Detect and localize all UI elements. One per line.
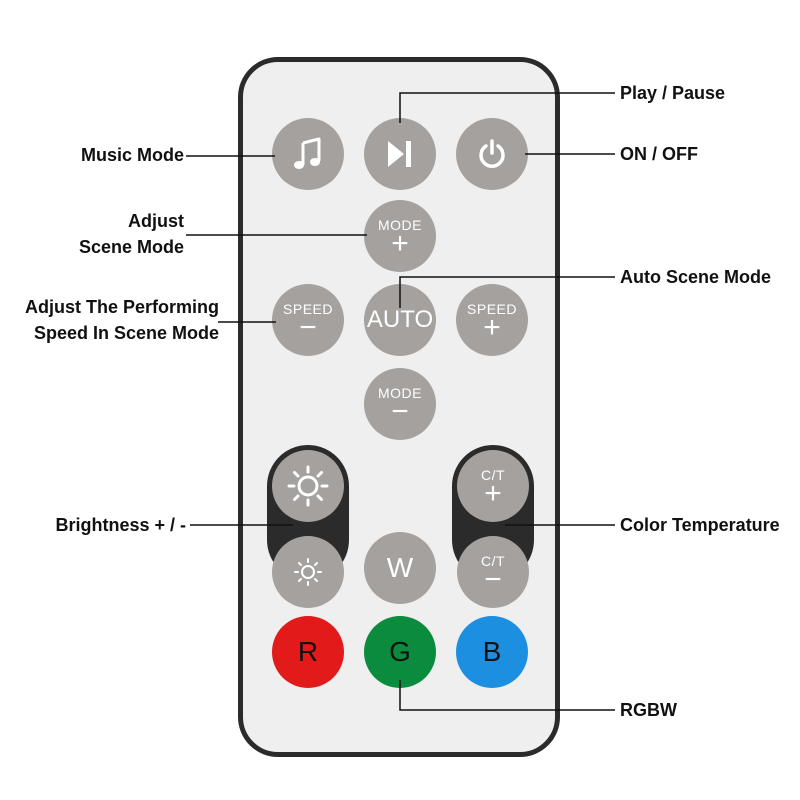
play-pause-label: Play / Pause xyxy=(620,83,726,103)
adjust-scene-label-line1: Adjust xyxy=(128,211,184,231)
mode-minus-text: MODE xyxy=(378,384,422,401)
white-button[interactable]: W xyxy=(364,532,436,604)
play-pause-icon xyxy=(388,141,411,167)
minus-sign: − xyxy=(484,562,502,596)
ct-minus-text: C/T xyxy=(480,552,506,569)
minus-sign: − xyxy=(299,310,317,344)
mode-plus-text: MODE xyxy=(378,216,422,233)
mode-minus-button[interactable]: MODE − xyxy=(364,368,436,440)
brightness-down-button[interactable] xyxy=(272,536,344,608)
play-pause-line xyxy=(399,92,615,123)
blue-button[interactable]: B xyxy=(456,616,528,688)
music-note-icon xyxy=(294,137,321,169)
auto-button[interactable]: AUTO xyxy=(364,284,436,356)
green-letter: G xyxy=(389,636,411,667)
on-off-label: ON / OFF xyxy=(620,144,698,164)
color-temperature-plus-button[interactable]: C/T + xyxy=(457,450,529,522)
red-button[interactable]: R xyxy=(272,616,344,688)
blue-letter: B xyxy=(482,636,502,667)
ct-plus-text: C/T xyxy=(480,466,506,483)
mode-plus-button[interactable]: MODE + xyxy=(364,200,436,272)
rgbw-label: RGBW xyxy=(620,700,677,720)
plus-sign: + xyxy=(483,310,501,344)
auto-scene-line xyxy=(399,276,615,308)
brightness-up-button[interactable] xyxy=(272,450,344,522)
speed-label-line2: Speed In Scene Mode xyxy=(33,323,219,343)
auto-text: AUTO xyxy=(366,306,434,333)
speed-label-line1: Adjust The Performing xyxy=(24,297,219,317)
color-temperature-minus-button[interactable]: C/T − xyxy=(457,536,529,608)
power-button[interactable] xyxy=(456,118,528,190)
power-icon xyxy=(479,139,505,168)
brightness-label: Brightness + / - xyxy=(55,515,186,535)
music-mode-button[interactable] xyxy=(272,118,344,190)
sun-large-icon xyxy=(287,465,329,507)
red-letter: R xyxy=(297,636,319,667)
plus-sign: + xyxy=(484,476,502,510)
white-letter: W xyxy=(386,552,414,583)
rgbw-line xyxy=(399,680,615,711)
auto-scene-label: Auto Scene Mode xyxy=(620,267,772,287)
sun-small-icon xyxy=(294,558,322,586)
speed-minus-text: SPEED xyxy=(283,300,333,317)
plus-sign: + xyxy=(391,226,409,260)
minus-sign: − xyxy=(391,394,409,428)
play-pause-button[interactable] xyxy=(364,118,436,190)
speed-plus-text: SPEED xyxy=(467,300,517,317)
green-button[interactable]: G xyxy=(364,616,436,688)
adjust-scene-label-line2: Scene Mode xyxy=(78,237,184,257)
speed-plus-button[interactable]: SPEED + xyxy=(456,284,528,356)
music-mode-label: Music Mode xyxy=(80,145,184,165)
speed-minus-button[interactable]: SPEED − xyxy=(272,284,344,356)
color-temperature-label: Color Temperature xyxy=(620,515,780,535)
